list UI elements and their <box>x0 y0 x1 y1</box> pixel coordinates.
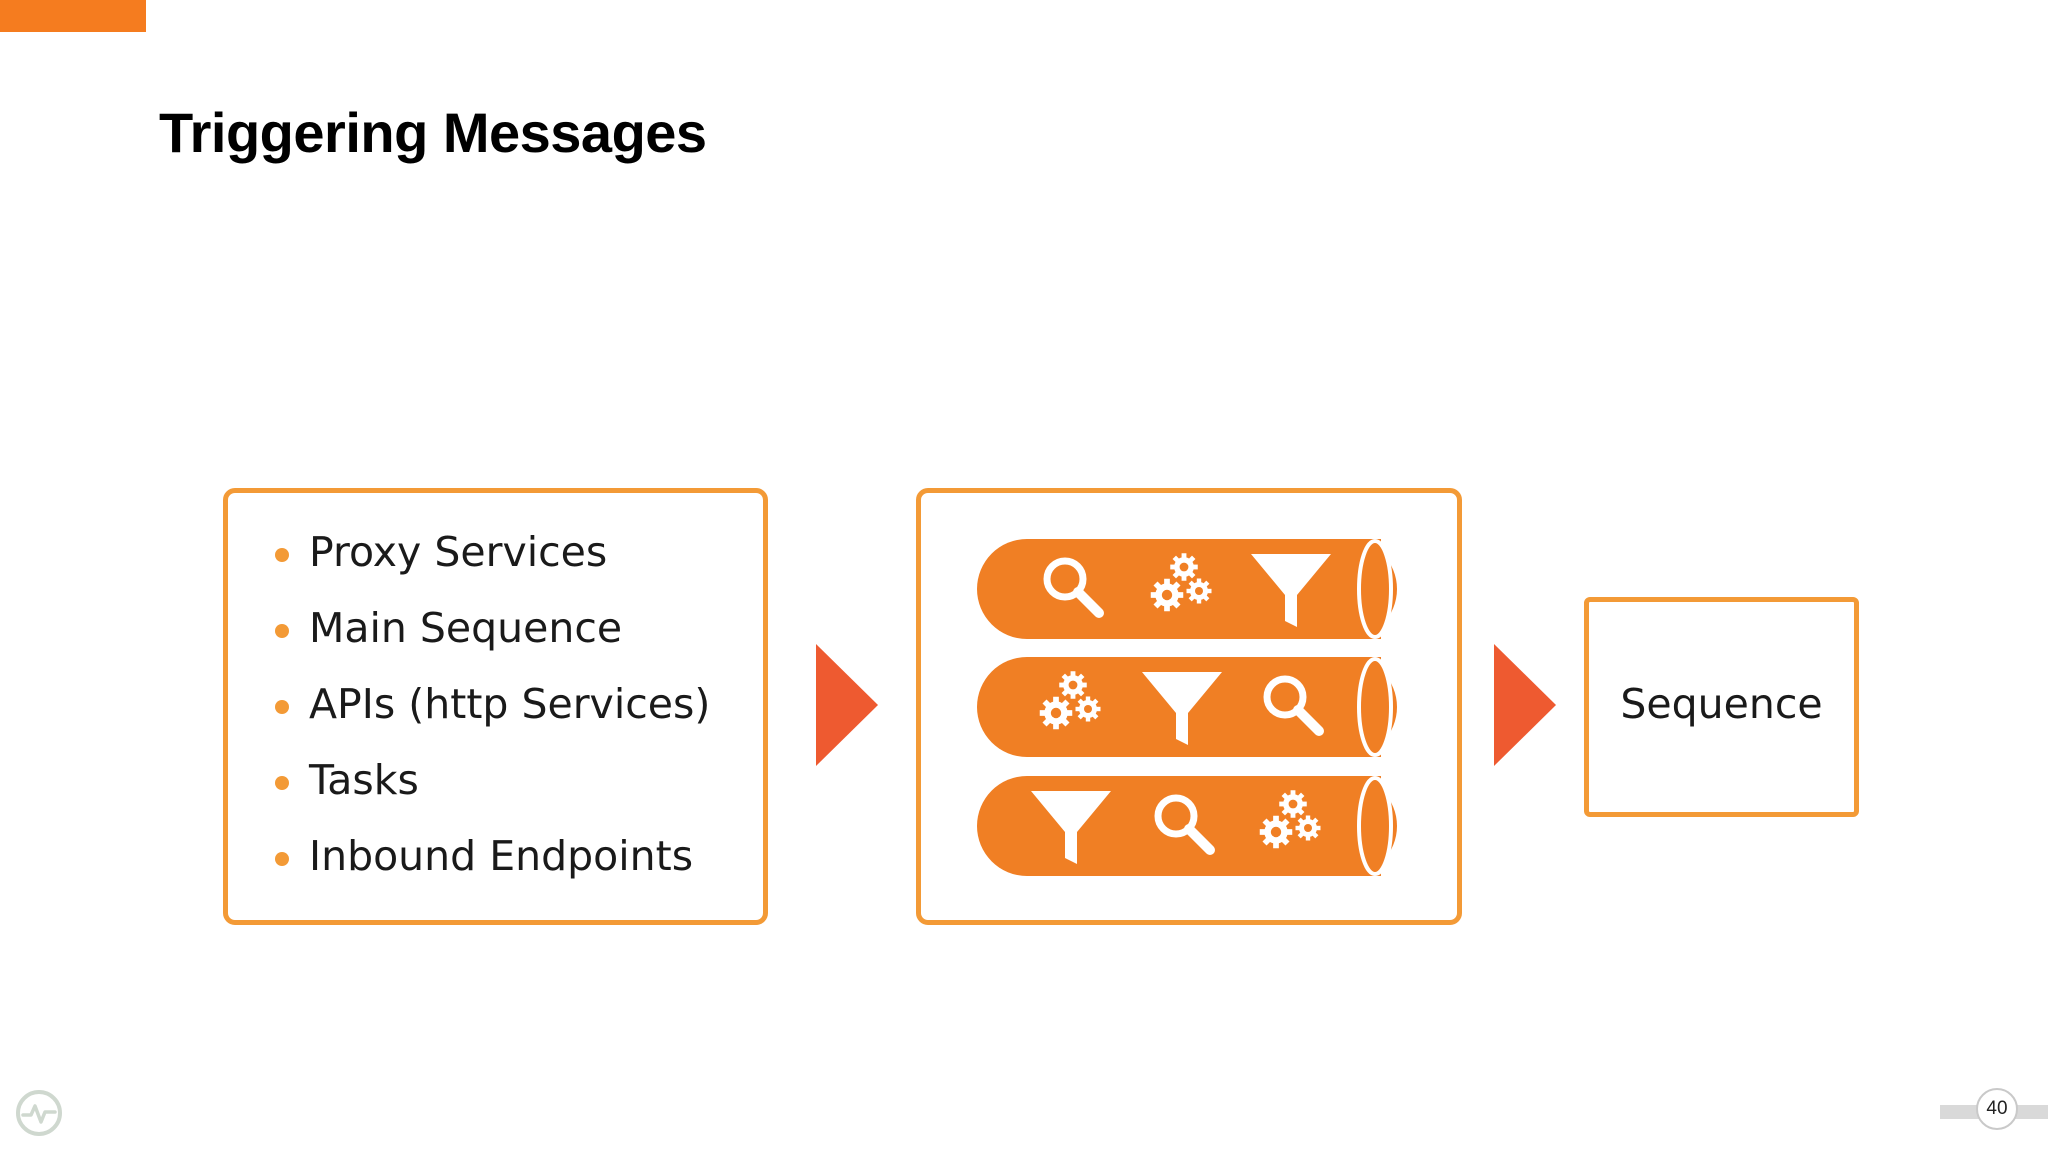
funnel-icon <box>1142 672 1222 745</box>
arrow-right-icon <box>816 644 878 766</box>
page-number: 40 <box>1976 1088 2018 1130</box>
funnel-icon <box>1031 791 1111 864</box>
logo-icon <box>16 1090 62 1136</box>
arrow-right-icon <box>1494 644 1556 766</box>
sequence-label: Sequence <box>1620 680 1823 728</box>
gears-icon <box>1150 553 1212 612</box>
mediation-box <box>916 488 1462 925</box>
list-item: Tasks <box>228 760 710 841</box>
page-indicator: 40 <box>1940 1088 2048 1136</box>
search-icon <box>1154 794 1215 855</box>
pipeline-graphic <box>977 539 1397 876</box>
sources-list: Proxy Services Main Sequence APIs (http … <box>228 532 710 917</box>
gears-icon <box>1259 790 1321 849</box>
gears-icon <box>1039 671 1101 730</box>
pipe <box>977 539 1397 639</box>
list-item: Main Sequence <box>228 608 710 689</box>
pipe <box>977 776 1397 876</box>
search-icon <box>1043 557 1104 618</box>
funnel-icon <box>1251 554 1331 627</box>
list-item: APIs (http Services) <box>228 684 710 765</box>
search-icon <box>1263 675 1324 736</box>
list-item: Proxy Services <box>228 532 710 613</box>
list-item: Inbound Endpoints <box>228 836 710 917</box>
pipe <box>977 657 1397 757</box>
accent-bar <box>0 0 146 32</box>
sources-box: Proxy Services Main Sequence APIs (http … <box>223 488 768 925</box>
slide-title: Triggering Messages <box>159 101 707 164</box>
sequence-box: Sequence <box>1584 597 1859 817</box>
